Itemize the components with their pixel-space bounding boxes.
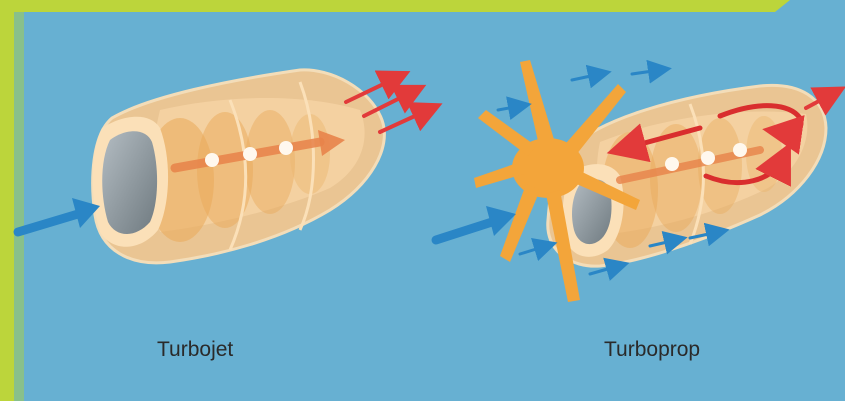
turboprop-label: Turboprop <box>604 338 700 362</box>
turbojet-label: Turbojet <box>157 338 233 362</box>
